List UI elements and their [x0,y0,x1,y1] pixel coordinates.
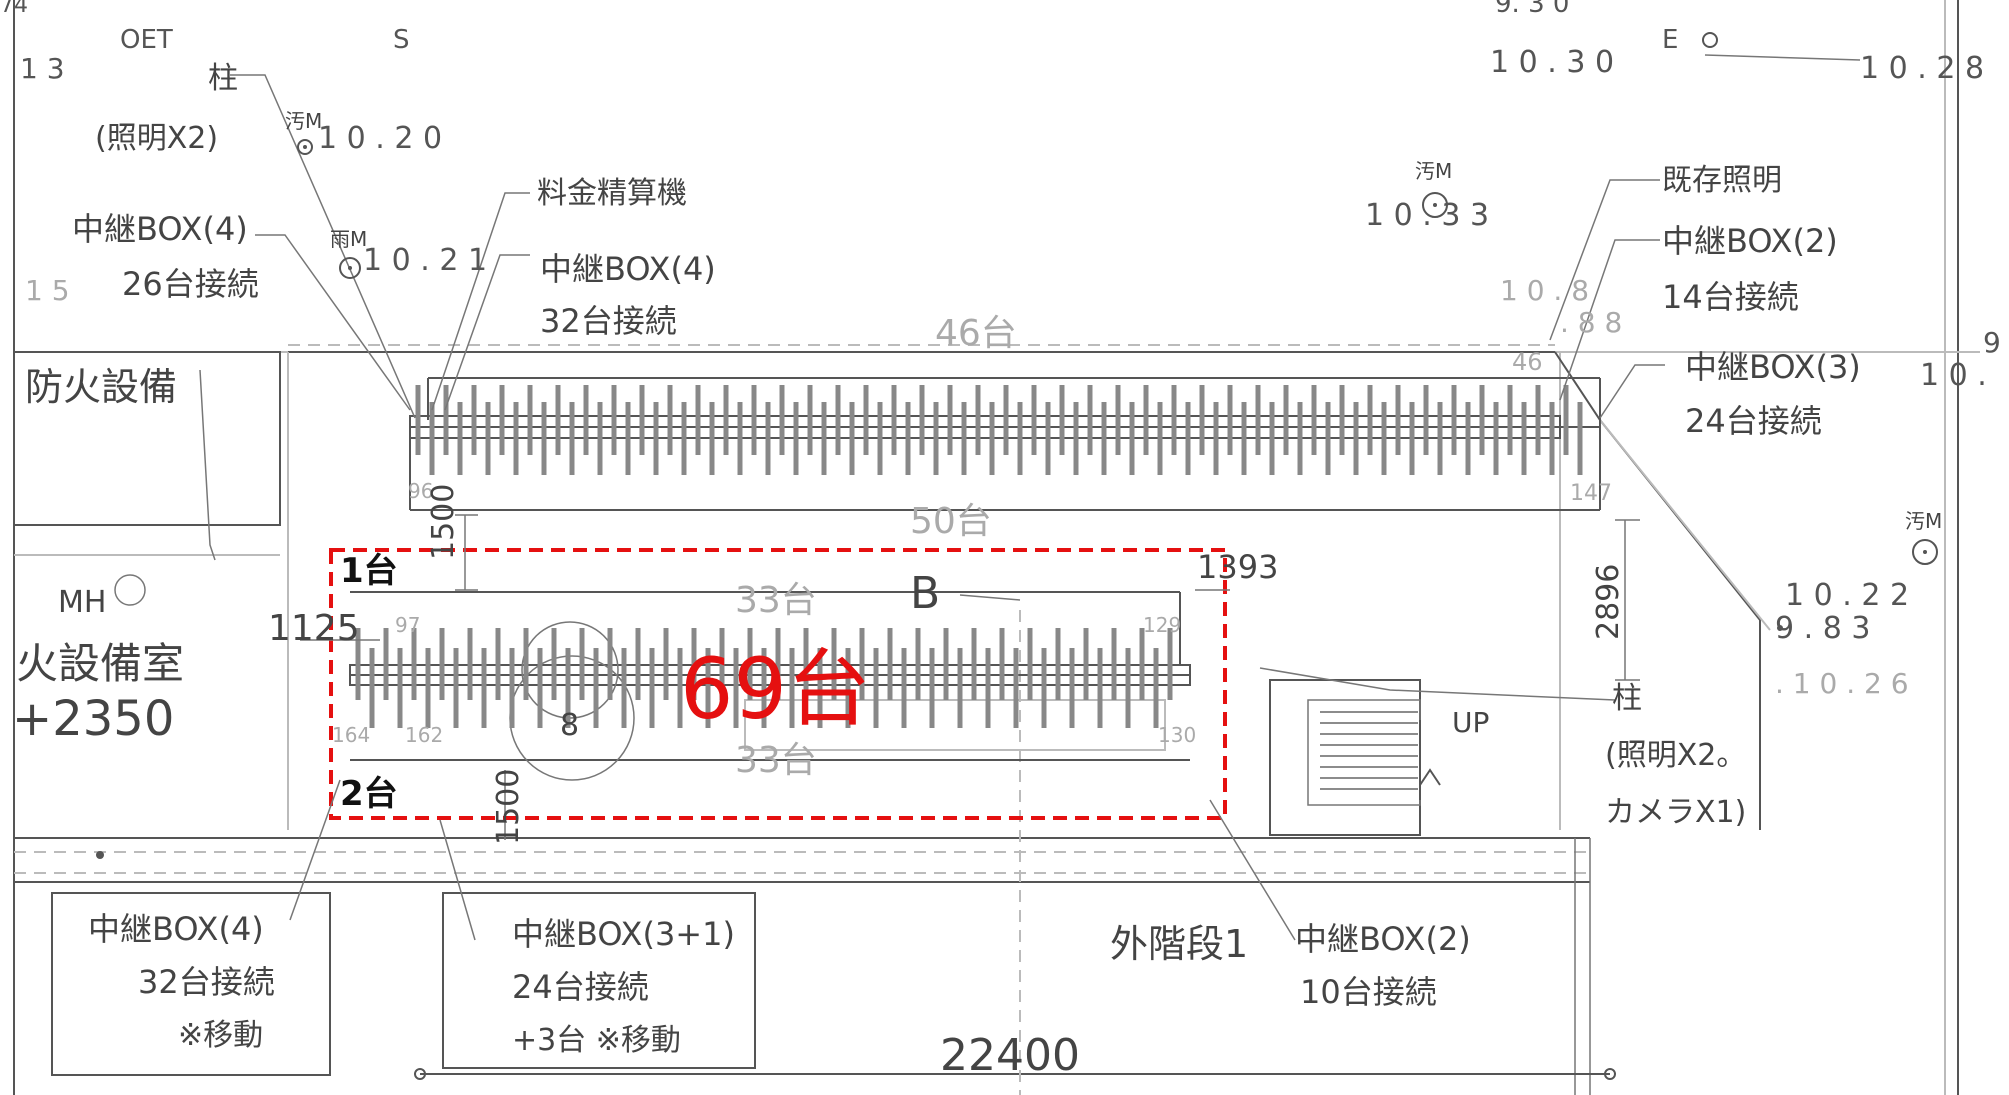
structure-lines [13,0,1980,1095]
label-lighting-x2-right: (照明X2。 [1605,738,1746,773]
label-n129: 129 [1143,613,1181,637]
label-sewage-m-3: 汚M [1905,509,1942,533]
label-bg-108: 1 0 . 8 [1500,274,1589,307]
label-count-69: 69台 [680,640,871,738]
label-bg-88: . 8 8 [1560,306,1622,339]
bicycle-rack-middle [349,591,1191,781]
label-elev-1021: 1 0 . 2 1 [363,243,487,278]
label-pillar-top: 柱 [208,61,238,96]
label-count-33-top: 33台 [735,580,817,621]
label-plus-3-move: +3台 ※移動 [512,1023,681,1058]
label-b: B [910,568,940,619]
rack-slots-top [415,385,1583,475]
label-n97: 97 [395,613,420,637]
label-bg-8: 8 [560,708,579,743]
label-dim-22400: 22400 [940,1030,1080,1081]
stairs [1269,679,1441,836]
label-elev-1026: . 1 0 . 2 6 [1775,667,1909,700]
label-count-50: 50台 [910,501,992,542]
label-n147: 147 [1570,481,1612,506]
label-edge-9: 9 [1983,326,2001,359]
label-connect-26: 26台接続 [122,265,259,303]
label-count-33-bottom: 33台 [735,740,817,781]
dimension-lines [300,514,1640,840]
label-count-46: 46台 [935,313,1017,354]
label-top-1030: 1 0 . 3 0 [1490,45,1614,80]
label-dim-1500-top: 1500 [426,484,461,560]
label-oet: OET [120,25,173,55]
label-pillar-right: 柱 [1612,681,1642,716]
label-elev-1033: 1 0 . 3 3 [1365,198,1489,233]
label-dim-1125: 1125 [268,608,360,649]
label-dim-1500-bottom: 1500 [491,769,526,845]
label-connect-32-center: 32台接続 [540,302,677,340]
relay-box-31-frame [442,892,756,1069]
label-move-bottom-left: ※移動 [178,1018,263,1053]
label-fire-equipment: 防火設備 [25,365,177,409]
label-n96: 96 [408,479,433,503]
label-eo: E [1662,25,1678,55]
label-camera-x1: カメラX1) [1605,795,1746,830]
label-n164: 164 [332,723,370,747]
label-count-2: 2台 [340,774,398,814]
label-edge-10: 1 0 . [1920,358,1987,393]
label-connect-24-right: 24台接続 [1685,402,1822,440]
label-sewage-m-2: 汚M [1415,159,1452,183]
label-bg-46: 46 [1512,348,1543,376]
label-top-74: 74 [0,0,28,18]
label-top-930: 9. 3 0 [1495,0,1569,19]
label-connect-10: 10台接続 [1300,973,1437,1011]
label-outer-stairs: 外階段1 [1110,922,1248,966]
label-dim-2896: 2896 [1591,564,1626,640]
label-relay-box-4-left: 中継BOX(4) [72,210,248,248]
label-bg-15: 1 5 [25,274,70,307]
label-n130: 130 [1158,723,1196,747]
label-sewage-m-1: 汚M [285,109,322,133]
highlight-area [329,548,1227,820]
label-connect-32-bottom: 32台接続 [138,963,275,1001]
label-lighting-x2-top: (照明X2) [95,121,218,156]
label-top-1028: 1 0 . 2 8 [1860,51,1984,86]
label-relay-box-4-bottom: 中継BOX(4) [88,910,264,948]
label-dim-1393: 1393 [1197,548,1278,586]
label-count-1: 1台 [340,551,398,591]
label-up: UP [1452,706,1489,739]
label-mh: MH [58,585,106,620]
relay-box-4-bottom-frame [51,892,331,1076]
rack-slots-middle [355,628,1173,728]
label-relay-box-31: 中継BOX(3+1) [512,915,735,953]
label-elev-1022: 1 0 . 2 2 [1785,578,1909,613]
label-rain-m: 雨M [330,227,367,251]
label-fire-room-level: +2350 [12,691,174,747]
label-existing-lighting: 既存照明 [1662,163,1782,198]
label-fare-machine: 料金精算機 [537,176,687,211]
label-fire-room: 火設備室 [16,639,184,688]
site-markers [96,32,1938,859]
leader-lines [199,54,1861,941]
label-s: S [393,25,410,55]
label-relay-box-4-center: 中継BOX(4) [540,250,716,288]
label-elev-1020: 1 0 . 2 0 [318,121,442,156]
label-connect-14: 14台接続 [1662,278,1799,316]
label-n162: 162 [405,723,443,747]
label-connect-24-bottom: 24台接続 [512,968,649,1006]
label-relay-box-3-right: 中継BOX(3) [1685,348,1861,386]
label-relay-box-2-bottom: 中継BOX(2) [1295,920,1471,958]
label-top-13: 1 3 [20,52,65,85]
label-elev-983: 9 . 8 3 [1775,611,1870,646]
label-relay-box-2-right: 中継BOX(2) [1662,222,1838,260]
